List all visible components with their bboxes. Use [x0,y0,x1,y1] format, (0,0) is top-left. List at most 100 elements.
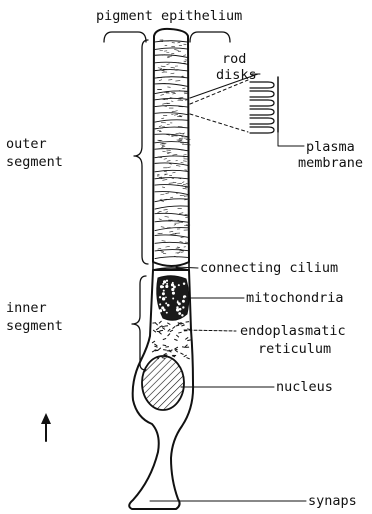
texture-mark [173,182,176,183]
er-mark [174,349,177,350]
texture-mark [171,101,173,102]
texture-mark [177,247,180,248]
texture-mark [183,161,187,162]
mito-speck [176,306,178,308]
texture-mark [160,194,164,195]
texture-mark [172,111,174,112]
mito-speck [182,306,184,308]
texture-mark [157,130,161,131]
mito-speck [165,302,167,304]
outer-segment-brace [134,40,148,264]
texture-mark [161,252,163,253]
texture-mark [162,179,167,180]
mito-speck [166,312,168,314]
mito-speck [159,303,161,305]
er-mark [152,341,155,343]
rod-disk [155,257,188,259]
er-mark [154,344,157,346]
texture-mark [164,209,168,210]
texture-mark [177,183,182,184]
inner-segment-label-line2: segment [6,318,63,334]
endoplasmatic-reticulum-label-line2: reticulum [258,341,331,357]
pigment-epithelium-brace-right [190,32,230,42]
texture-mark [174,49,178,50]
mito-speck [172,282,174,284]
rod-disk [155,98,188,100]
er-mark [154,346,157,347]
texture-mark [167,64,170,65]
rod-disk [155,199,188,202]
er-mark [156,328,159,330]
mito-speck [166,283,168,285]
rod-disk [155,228,188,231]
er-mark [174,339,177,340]
er-mark [181,325,184,326]
texture-mark [172,172,175,173]
er-mark [170,330,173,332]
texture-mark [167,153,170,154]
er-mark [167,323,170,325]
rod-disk [155,84,188,87]
texture-mark [183,55,186,56]
texture-mark [181,252,184,253]
mito-speck [173,285,176,288]
er-mark [168,333,170,335]
texture-mark [166,212,168,213]
texture-mark [183,184,186,185]
texture-mark [184,214,187,215]
texture-mark [167,56,172,57]
nucleus [142,356,184,410]
er-mark [163,338,166,339]
plasma-membrane-label-line2: membrane [298,155,363,171]
texture-mark [167,152,172,153]
er-mark [175,347,178,349]
texture-mark [179,213,183,214]
er-mark [172,326,175,328]
pigment-epithelium-brace-left [104,32,146,42]
er-mark [158,348,161,350]
texture-mark [178,97,183,98]
texture-mark [159,251,163,252]
mito-speck [177,300,179,302]
texture-mark [170,73,174,74]
inset-disk [250,100,274,106]
mito-speck [159,309,162,312]
mito-speck [181,314,183,316]
texture-mark [158,248,162,249]
texture-mark [162,151,165,152]
texture-mark [181,162,184,163]
texture-mark [158,68,162,69]
inner-segment-label-line1: inner [6,300,47,316]
rod-disk [155,70,188,71]
mito-speck [160,285,163,288]
texture-mark [171,67,175,68]
mito-speck [162,283,164,285]
mito-speck [178,303,180,305]
texture-mark [183,154,186,155]
texture-mark [165,193,169,194]
rod-disk [155,127,188,129]
rod-disk [155,206,188,209]
texture-mark [165,246,169,247]
er-mark [176,325,179,326]
er-mark [185,345,188,347]
inset-disk [250,91,274,97]
pigment-epithelium-label: pigment epithelium [96,8,242,24]
er-mark [162,328,165,330]
texture-mark [159,126,162,127]
er-mark [184,355,187,357]
texture-mark [181,237,185,238]
mito-speck [182,300,185,303]
texture-mark [170,197,173,198]
texture-mark [184,61,187,62]
rod-disks-label-line2: disks [216,67,257,83]
mito-speck [171,288,174,291]
er-mark [163,350,166,351]
texture-mark [164,159,167,160]
texture-mark [167,161,171,162]
texture-mark [178,42,181,43]
er-mark [155,323,157,325]
texture-mark [182,88,185,89]
texture-mark [175,81,180,82]
